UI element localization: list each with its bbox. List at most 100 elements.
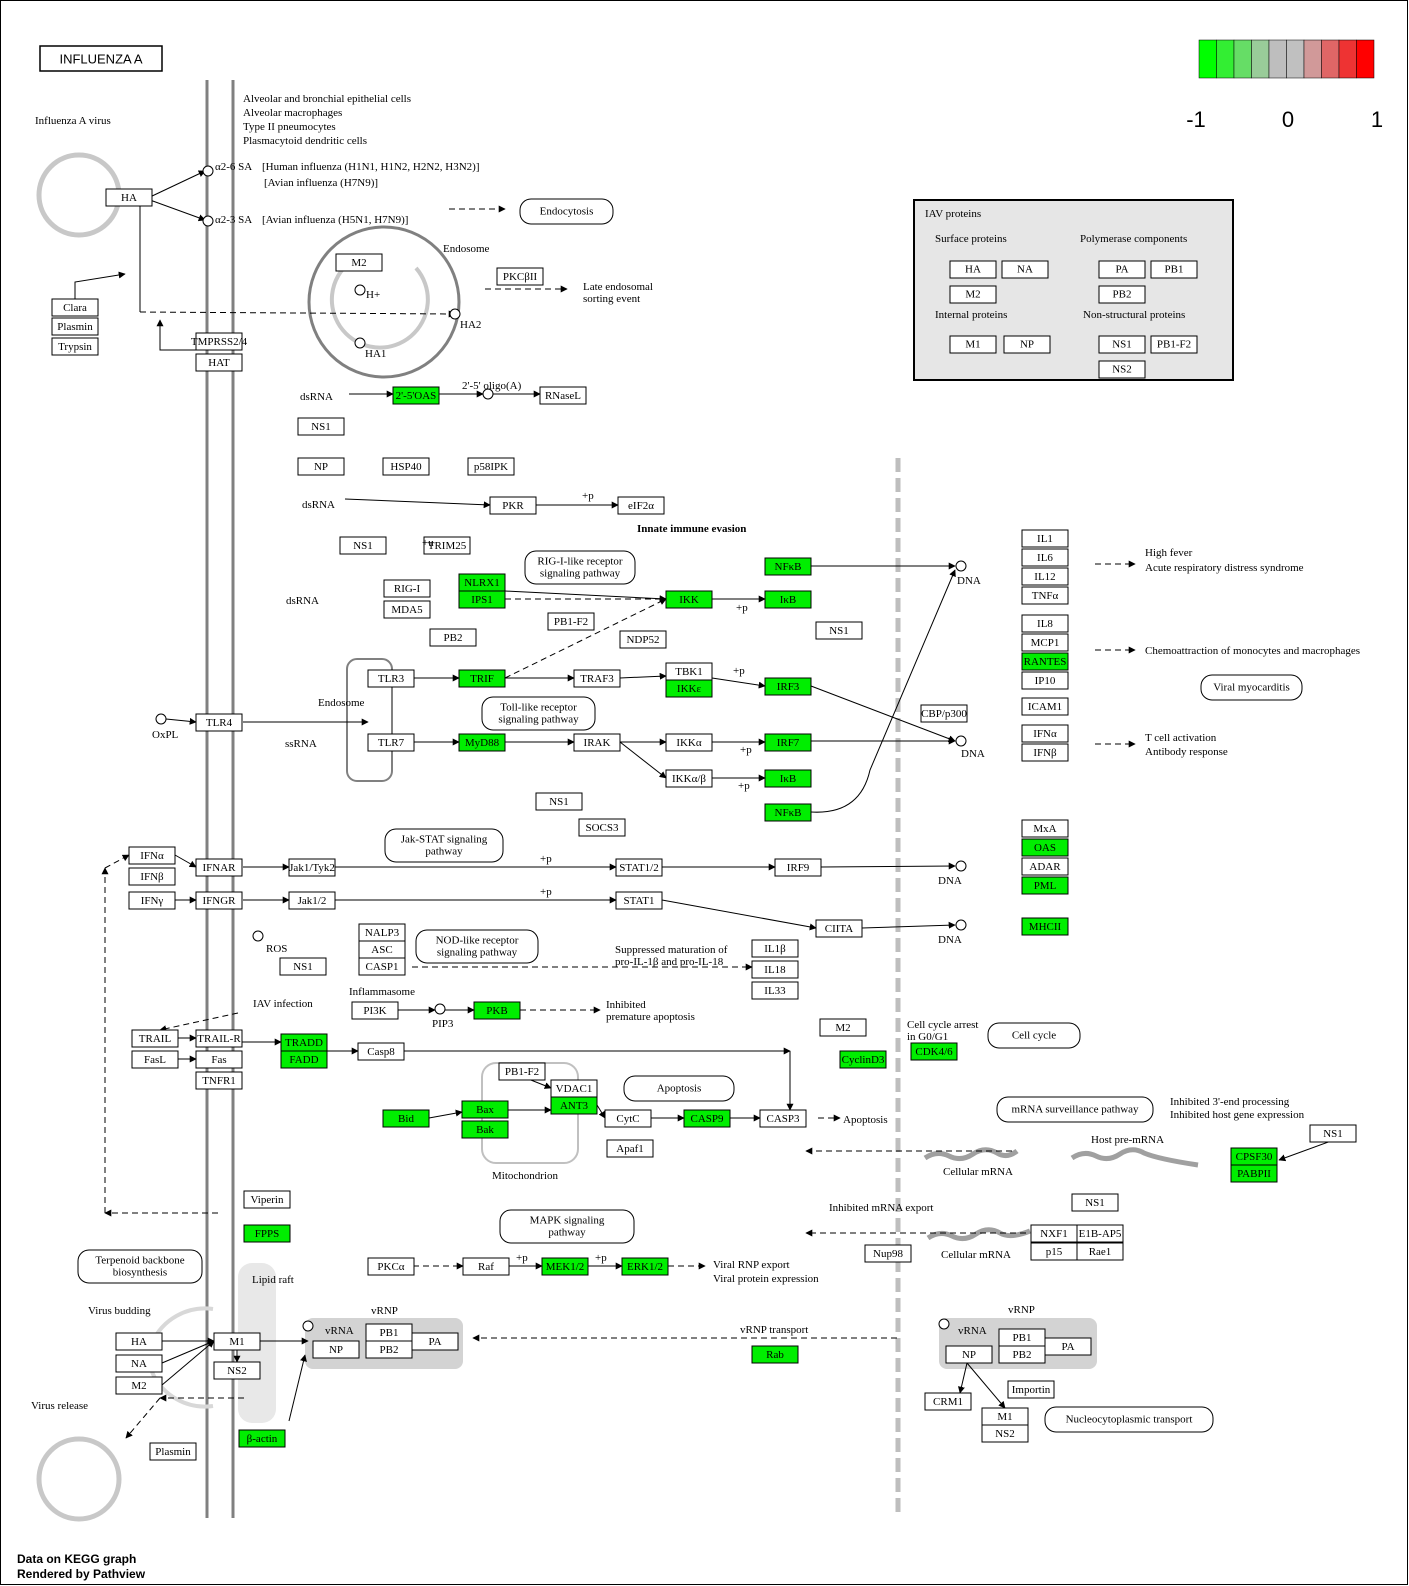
gene-node[interactable]: CRM1 [924,1392,972,1411]
gene-node[interactable]: VDAC1 [550,1079,598,1098]
gene-node[interactable]: M2 [115,1376,163,1395]
gene-node[interactable]: NS1 [297,417,345,436]
gene-node[interactable]: NDP52 [619,630,667,649]
gene-box[interactable] [539,386,587,405]
gene-box[interactable] [115,1332,163,1351]
gene-node[interactable]: IL12 [1021,567,1069,586]
gene-box[interactable] [105,188,153,207]
gene-node[interactable]: HAT [195,353,243,372]
gene-node[interactable]: TRAIL [131,1029,179,1048]
gene-box[interactable] [367,1257,415,1276]
gene-node[interactable]: NP [297,457,345,476]
gene-node[interactable]: eIF2α [617,496,665,515]
gene-box[interactable] [617,496,665,515]
gene-box[interactable] [1021,819,1069,838]
gene-box[interactable] [1021,917,1069,936]
gene-node[interactable]: CASP3 [759,1109,807,1128]
gene-node[interactable]: PABPII [1230,1164,1278,1183]
gene-box[interactable] [615,858,663,877]
gene-box[interactable] [1076,1224,1124,1243]
gene-box[interactable] [423,536,471,555]
gene-node[interactable]: IFNγ [128,891,176,910]
gene-node[interactable]: STAT1 [615,891,663,910]
gene-box[interactable] [128,846,176,865]
gene-node[interactable]: TRIM25 [423,536,471,555]
gene-node[interactable]: RIG-I [383,579,431,598]
gene-node[interactable]: PB1-F2 [547,612,595,631]
gene-box[interactable] [131,1029,179,1048]
gene-node[interactable]: Casp8 [357,1042,405,1061]
gene-box[interactable] [213,1361,261,1380]
gene-node[interactable]: IFNα [128,846,176,865]
gene-node[interactable]: Jak1/Tyk2 [288,858,336,877]
gene-node[interactable]: PB1 [998,1328,1046,1347]
gene-box[interactable] [819,1018,867,1037]
gene-box[interactable] [615,891,663,910]
gene-node[interactable]: IKK [665,590,713,609]
gene-box[interactable] [839,1050,887,1069]
gene-node[interactable]: NALP3 [358,923,406,942]
gene-box[interactable] [550,1096,598,1115]
gene-box[interactable] [764,769,812,788]
gene-box[interactable] [945,1345,993,1364]
gene-node[interactable]: Bax [461,1100,509,1119]
gene-box[interactable] [312,1340,360,1359]
gene-box[interactable] [131,1050,179,1069]
gene-node[interactable]: IRF7 [764,733,812,752]
gene-box[interactable] [535,792,583,811]
gene-box[interactable] [764,733,812,752]
gene-node[interactable]: HSP40 [382,457,430,476]
gene-node[interactable]: CPSF30 [1230,1147,1278,1166]
gene-box[interactable] [815,919,863,938]
gene-node[interactable]: β-actin [238,1429,286,1448]
gene-box[interactable] [498,1062,546,1081]
gene-node[interactable]: CIITA [815,919,863,938]
gene-box[interactable] [815,621,863,640]
gene-box[interactable] [473,1001,521,1020]
gene-node[interactable]: NS1 [1071,1193,1119,1212]
gene-box[interactable] [288,891,336,910]
gene-node[interactable]: IFNβ [1021,743,1069,762]
gene-node[interactable]: TNFα [1021,586,1069,605]
gene-box[interactable] [665,769,713,788]
gene-box[interactable] [864,1244,912,1263]
gene-box[interactable] [489,496,537,515]
gene-box[interactable] [358,957,406,976]
gene-node[interactable]: TLR3 [367,669,415,688]
gene-node[interactable]: PKB [473,1001,521,1020]
gene-box[interactable] [1021,586,1069,605]
gene-box[interactable] [573,669,621,688]
gene-box[interactable] [683,1109,731,1128]
gene-box[interactable] [357,1042,405,1061]
gene-node[interactable]: IKKε [665,679,713,698]
pathway-link-box[interactable] [1044,1406,1214,1433]
gene-node[interactable]: Apaf1 [606,1139,654,1158]
gene-node[interactable]: PA [411,1332,459,1351]
gene-box[interactable] [213,1332,261,1351]
pathway-link-box[interactable] [524,550,636,585]
gene-node[interactable]: NS1 [279,957,327,976]
gene-box[interactable] [115,1376,163,1395]
gene-node[interactable]: 2'-5'OAS [392,386,440,405]
gene-box[interactable] [195,332,243,351]
gene-box[interactable] [367,733,415,752]
pathway-link-box[interactable] [623,1075,735,1102]
gene-box[interactable] [1021,743,1069,762]
gene-box[interactable] [665,733,713,752]
gene-node[interactable]: IKKα/β [665,769,713,788]
gene-node[interactable]: M2 [335,253,383,272]
gene-node[interactable]: Viperin [243,1190,291,1209]
gene-box[interactable] [297,457,345,476]
gene-box[interactable] [51,337,99,356]
pathway-link-box[interactable] [996,1096,1154,1123]
gene-node[interactable]: FADD [280,1050,328,1069]
pathway-link-box[interactable] [987,1022,1081,1049]
gene-node[interactable]: HA [115,1332,163,1351]
pathway-link[interactable]: Nucleocytoplasmic transport [1044,1406,1214,1433]
gene-box[interactable] [606,1139,654,1158]
gene-node[interactable]: IL8 [1021,614,1069,633]
